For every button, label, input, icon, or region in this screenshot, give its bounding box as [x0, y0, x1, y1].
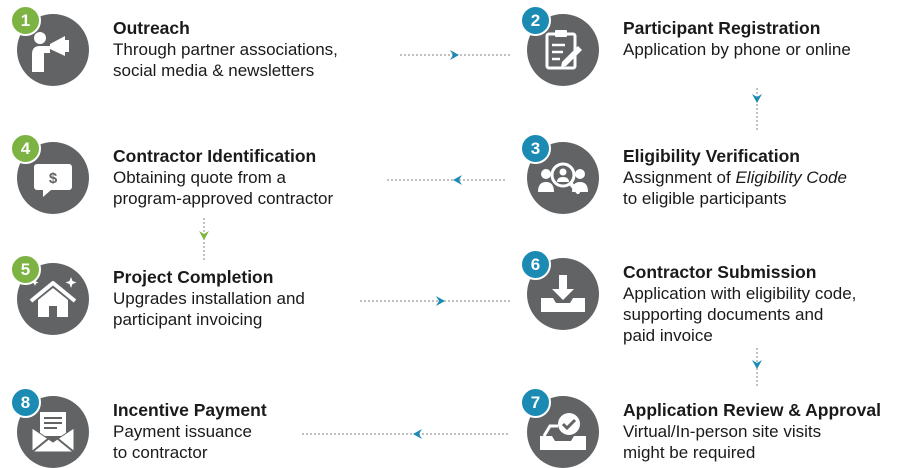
megaphone-person-icon	[32, 32, 69, 72]
step-7-desc-line-2: might be required	[623, 443, 756, 462]
step-6-desc-line-2: supporting documents and	[623, 305, 824, 324]
arrow-left-icon	[413, 429, 422, 439]
step-8-desc-line-2: to contractor	[113, 443, 208, 462]
people-magnifier-icon	[538, 162, 588, 194]
connector-1-to-2	[400, 50, 510, 60]
step-6-icon-circle: 6	[520, 249, 599, 330]
step-4-badge: 4	[10, 133, 41, 164]
step-6-badge: 6	[520, 249, 551, 280]
download-tray-icon	[541, 275, 585, 312]
step-1-desc-line-2: social media & newsletters	[113, 61, 315, 80]
step-1-badge: 1	[10, 5, 41, 36]
connector-4-to-5	[199, 218, 209, 262]
connector-2-to-3	[752, 88, 762, 132]
step-7-badge: 7	[520, 387, 551, 418]
step-4-icon-circle: $ 4	[10, 133, 89, 214]
step-2-badge: 2	[520, 5, 551, 36]
step-1-desc-line-1: Through partner associations,	[113, 40, 338, 59]
step-3-badge: 3	[520, 133, 551, 164]
step-8-desc-line-1: Payment issuance	[113, 422, 252, 441]
step-3-title: Eligibility Verification	[623, 146, 800, 166]
step-6-title: Contractor Submission	[623, 262, 817, 282]
arrow-right-icon	[450, 50, 459, 60]
step-8-badge: 8	[10, 387, 41, 418]
step-2-title: Participant Registration	[623, 18, 821, 38]
step-4-desc-line-2: program-approved contractor	[113, 189, 334, 208]
tray-checkmark-icon	[540, 413, 586, 450]
step-5-icon-circle: 5	[10, 254, 89, 335]
step-4-title: Contractor Identification	[113, 146, 317, 166]
arrow-down-icon	[199, 231, 209, 240]
connector-3-to-4	[387, 175, 507, 185]
step-1-icon-circle: 1	[10, 5, 89, 86]
arrow-left-icon	[453, 175, 462, 185]
step-3-desc-prefix: Assignment of	[623, 168, 736, 187]
step-3-desc-line-2: to eligible participants	[623, 189, 787, 208]
connector-7-to-8	[302, 429, 509, 439]
step-4-desc-line-1: Obtaining quote from a	[113, 168, 286, 187]
connector-6-to-7	[752, 348, 762, 388]
step-6-desc-line-3: paid invoice	[623, 326, 713, 345]
step-1-title: Outreach	[113, 18, 190, 38]
eligibility-code-emphasis: Eligibility Code	[735, 168, 847, 187]
step-2-icon-circle: 2	[520, 5, 599, 86]
step-7-icon-circle: 7	[520, 387, 599, 468]
step-6-desc-line-1: Application with eligibility code,	[623, 284, 857, 303]
step-5-badge: 5	[10, 254, 41, 285]
arrow-right-icon	[436, 296, 445, 306]
connector-5-to-6	[360, 296, 510, 306]
step-3-icon-circle: 3	[520, 133, 599, 214]
step-2-desc-line-1: Application by phone or online	[623, 40, 851, 59]
clipboard-pencil-icon	[545, 30, 582, 70]
house-sparkle-icon	[29, 277, 77, 317]
svg-text:$: $	[49, 170, 58, 187]
step-8-icon-circle: 8	[10, 387, 89, 468]
step-5-title: Project Completion	[113, 267, 274, 287]
dollar-speech-bubble-icon: $	[34, 164, 72, 197]
envelope-letter-icon	[31, 412, 75, 453]
step-8-title: Incentive Payment	[113, 400, 267, 420]
step-7-desc-line-1: Virtual/In-person site visits	[623, 422, 822, 441]
arrow-down-icon	[752, 360, 762, 369]
step-3-desc-line-1: Assignment of Eligibility Code	[623, 167, 847, 188]
step-5-desc-line-2: participant invoicing	[113, 310, 263, 329]
step-7-title: Application Review & Approval	[623, 400, 882, 420]
arrow-down-icon	[752, 94, 762, 103]
step-5-desc-line-1: Upgrades installation and	[113, 289, 305, 308]
